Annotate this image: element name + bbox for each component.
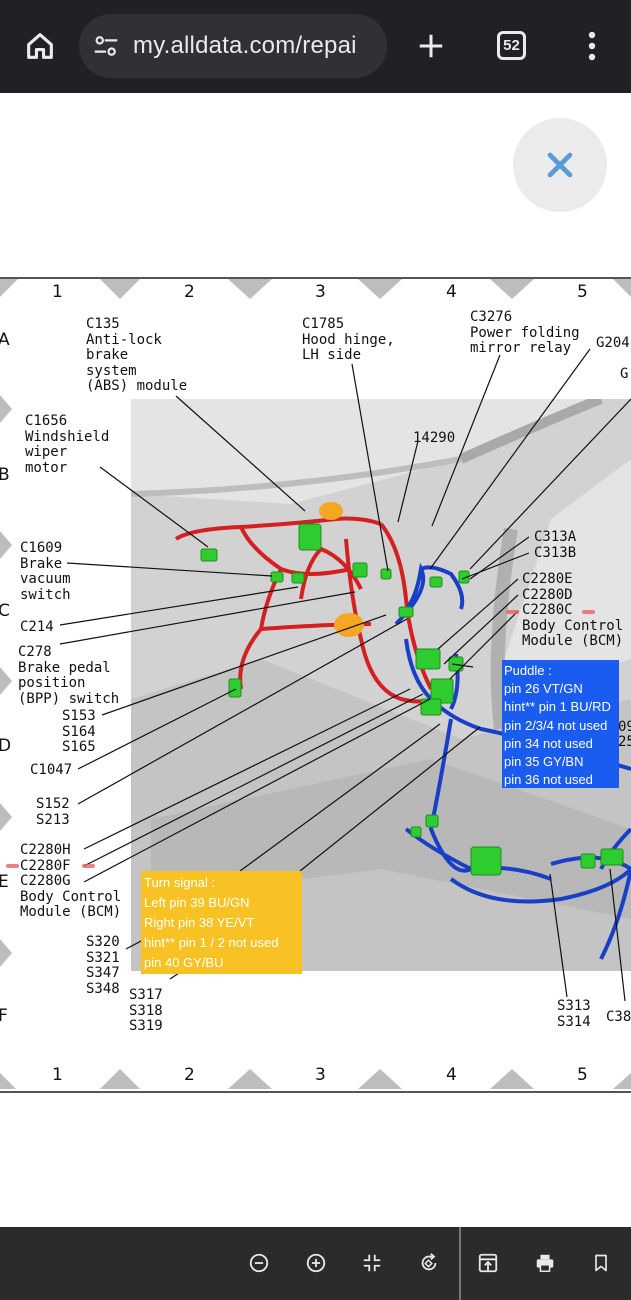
highlight-mark [582, 610, 595, 614]
zoom-in-button[interactable] [301, 1248, 331, 1278]
grid-column-label: 4 [446, 1065, 457, 1085]
grid-column-label: 3 [315, 1065, 326, 1085]
browser-toolbar: my.alldata.com/repai 52 [0, 0, 631, 93]
menu-button[interactable] [576, 26, 608, 66]
label-c1656: C1656 Windshield wiper motor [25, 413, 110, 476]
print-button[interactable] [530, 1248, 560, 1278]
label-14290: 14290 [413, 430, 456, 446]
fit-screen-icon [363, 1254, 381, 1272]
tune-icon [94, 36, 118, 56]
url-text: my.alldata.com/repai [133, 32, 357, 59]
fit-screen-button[interactable] [357, 1248, 387, 1278]
label-c135: C135 Anti-lock brake system (ABS) module [86, 316, 188, 394]
highlight-mark [506, 610, 519, 614]
site-settings-button[interactable] [89, 29, 123, 63]
grid-row-label: C [0, 601, 10, 621]
zoom-out-button[interactable] [244, 1248, 274, 1278]
grid-column-label: 3 [315, 282, 326, 302]
label-g: G [620, 366, 629, 382]
bookmark-button[interactable] [586, 1248, 616, 1278]
label-g204: G204 [596, 335, 630, 351]
open-external-button[interactable] [473, 1248, 503, 1278]
highlight-mark [6, 864, 19, 868]
close-icon [547, 152, 573, 178]
grid-row-label: A [0, 330, 10, 350]
toolbar-divider [459, 1227, 461, 1300]
label-s313: S313 S314 [557, 998, 591, 1030]
label-c2280-right: C2280E C2280D C2280C Body Control Module… [522, 571, 624, 649]
grid-row-label: E [0, 872, 9, 892]
new-tab-button[interactable] [412, 27, 450, 65]
rotate-icon [421, 1253, 437, 1271]
label-s317: S317 S318 S319 [129, 987, 163, 1034]
label-c3276: C3276 Power folding mirror relay [470, 309, 580, 356]
wiring-diagram[interactable]: 1 2 3 4 5 [0, 277, 631, 1093]
label-s153: S153 S164 S165 [62, 708, 96, 755]
label-c38: C38 [606, 1009, 631, 1025]
rotate-button[interactable] [414, 1248, 444, 1278]
grid-column-label: 4 [446, 282, 457, 302]
label-c278: C278 Brake pedal position (BPP) switch [18, 644, 120, 707]
close-button[interactable] [513, 118, 607, 212]
grid-column-label: 2 [184, 282, 195, 302]
label-edge-25: 25 [618, 734, 631, 750]
home-button[interactable] [20, 26, 60, 66]
grid-column-label: 2 [184, 1065, 195, 1085]
label-c1785: C1785 Hood hinge, LH side [302, 316, 395, 363]
puddle-note: Puddle : pin 26 VT/GN hint** pin 1 BU/RD… [502, 660, 619, 788]
grid-column-label: 5 [577, 282, 588, 302]
zoom-out-icon [249, 1253, 269, 1273]
label-c214: C214 [20, 619, 54, 635]
highlight-mark [82, 864, 95, 868]
label-s152: S152 S213 [36, 796, 70, 828]
home-icon [27, 33, 53, 59]
open-external-icon [478, 1253, 498, 1273]
grid-column-label: 1 [52, 1065, 63, 1085]
print-icon [536, 1254, 554, 1272]
zoom-in-icon [306, 1253, 326, 1273]
tab-switcher-button[interactable]: 52 [497, 31, 526, 60]
label-c2280-left: C2280H C2280F C2280G Body Control Module… [20, 842, 122, 920]
grid-row-label: B [0, 465, 10, 485]
grid-column-label: 5 [577, 1065, 588, 1085]
grid-row-label: D [0, 736, 11, 756]
address-bar[interactable]: my.alldata.com/repai [79, 14, 387, 78]
plus-icon [419, 34, 443, 58]
label-c1047: C1047 [30, 762, 73, 778]
bookmark-icon [595, 1254, 607, 1272]
grid-row-label: F [0, 1006, 8, 1026]
grid-markers [0, 279, 631, 1089]
turn-signal-note: Turn signal : Left pin 39 BU/GN Right pi… [141, 871, 302, 974]
label-c313: C313A C313B [534, 529, 577, 561]
label-c1609: C1609 Brake vacuum switch [20, 540, 71, 603]
label-s320: S320 S321 S347 S348 [86, 934, 120, 997]
more-vert-icon [588, 31, 596, 61]
grid-column-label: 1 [52, 282, 63, 302]
label-edge-09: 09 [618, 719, 631, 735]
